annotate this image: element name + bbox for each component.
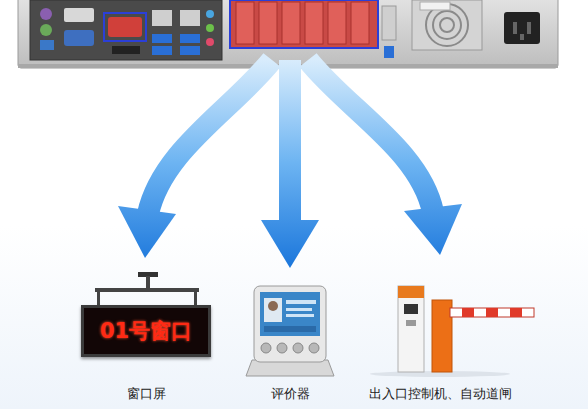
gate-controller-node: 出入口控制机、自动道闸 xyxy=(355,280,525,400)
server-panel-part xyxy=(104,13,146,41)
server-panel-part xyxy=(230,0,378,48)
server-panel-part xyxy=(18,0,558,68)
server-panel-part xyxy=(152,34,172,43)
expansion-slots-part xyxy=(282,2,300,44)
server-panel xyxy=(18,0,558,68)
server-panel-part xyxy=(440,18,454,32)
led-hanger-part xyxy=(95,288,199,292)
expansion-slots-part xyxy=(236,2,254,44)
expansion-slots xyxy=(236,2,369,44)
server-panel-part xyxy=(152,46,172,55)
barrier-gate-part xyxy=(398,286,424,372)
barrier-gate-part xyxy=(510,308,522,317)
server-panel-part xyxy=(206,38,214,46)
expansion-slots-part xyxy=(351,2,369,44)
server-panel-part xyxy=(206,10,214,18)
server-panel-part xyxy=(520,34,524,40)
server-panel-part xyxy=(108,17,142,37)
flow-arrows-part xyxy=(118,206,176,258)
evaluator-node: 评价器 xyxy=(240,280,340,400)
device-caption: 窗口屏 xyxy=(127,385,166,403)
evaluator-device-part xyxy=(260,292,320,336)
barrier-gate-part xyxy=(432,300,452,372)
led-hanger-part xyxy=(97,290,100,306)
evaluator-device-part xyxy=(293,343,303,353)
evaluator-device-part xyxy=(286,314,314,317)
led-sign-text: 01号窗口 xyxy=(81,305,211,357)
expansion-slots-part xyxy=(259,2,277,44)
evaluator-device-part xyxy=(286,308,312,311)
evaluator-device-part xyxy=(254,286,326,362)
server-panel-part xyxy=(433,11,461,39)
server-panel-part xyxy=(40,8,52,20)
server-panel-part xyxy=(206,24,214,32)
flow-arrows-part xyxy=(148,60,272,214)
device-caption: 出入口控制机、自动道闸 xyxy=(369,385,512,403)
server-panel-part xyxy=(527,22,531,34)
server-panel-part xyxy=(420,2,450,10)
server-panel-part xyxy=(504,12,540,44)
server-panel-part xyxy=(40,40,54,50)
barrier-gate-part xyxy=(406,320,416,326)
flow-arrows-part xyxy=(308,60,433,212)
barrier-gate-part xyxy=(404,304,418,314)
barrier-gate-part xyxy=(462,308,474,317)
evaluator-device-part xyxy=(277,343,287,353)
flow-arrows xyxy=(118,60,462,268)
evaluator-device-part xyxy=(264,326,316,332)
expansion-slots-part xyxy=(305,2,323,44)
server-panel-part xyxy=(384,46,394,58)
server-panel-part xyxy=(64,30,94,46)
expansion-slots-part xyxy=(328,2,346,44)
server-panel-part xyxy=(112,46,140,54)
led-hanger xyxy=(95,272,199,306)
barrier-gate-part xyxy=(398,286,424,298)
barrier-gate xyxy=(370,286,534,377)
evaluator-device-part xyxy=(264,298,282,322)
server-panel-part xyxy=(513,22,517,34)
barrier-gate-part xyxy=(486,308,498,317)
evaluator-device-part xyxy=(268,301,278,311)
flow-arrows-part xyxy=(261,220,319,268)
server-panel-part xyxy=(30,0,222,60)
evaluator-device-part xyxy=(309,343,319,353)
device-caption: 评价器 xyxy=(271,385,310,403)
evaluator-device xyxy=(246,286,334,376)
server-panel-part xyxy=(40,24,52,36)
server-panel-part xyxy=(180,34,200,43)
server-panel-part xyxy=(412,0,482,50)
barrier-gate-part xyxy=(450,308,534,317)
evaluator-device-part xyxy=(261,343,271,353)
window-screen-node: 01号窗口窗口屏 xyxy=(81,305,211,405)
server-panel-part xyxy=(152,10,172,26)
server-panel-part xyxy=(64,8,94,22)
server-panel-part xyxy=(382,6,396,40)
server-panel-part xyxy=(180,10,200,26)
led-hanger-part xyxy=(146,276,150,290)
flow-arrows-part xyxy=(404,204,462,255)
server-panel-part xyxy=(180,46,200,55)
flow-arrows-part xyxy=(279,60,301,224)
evaluator-device-part xyxy=(286,300,316,304)
led-hanger-part xyxy=(194,290,197,306)
